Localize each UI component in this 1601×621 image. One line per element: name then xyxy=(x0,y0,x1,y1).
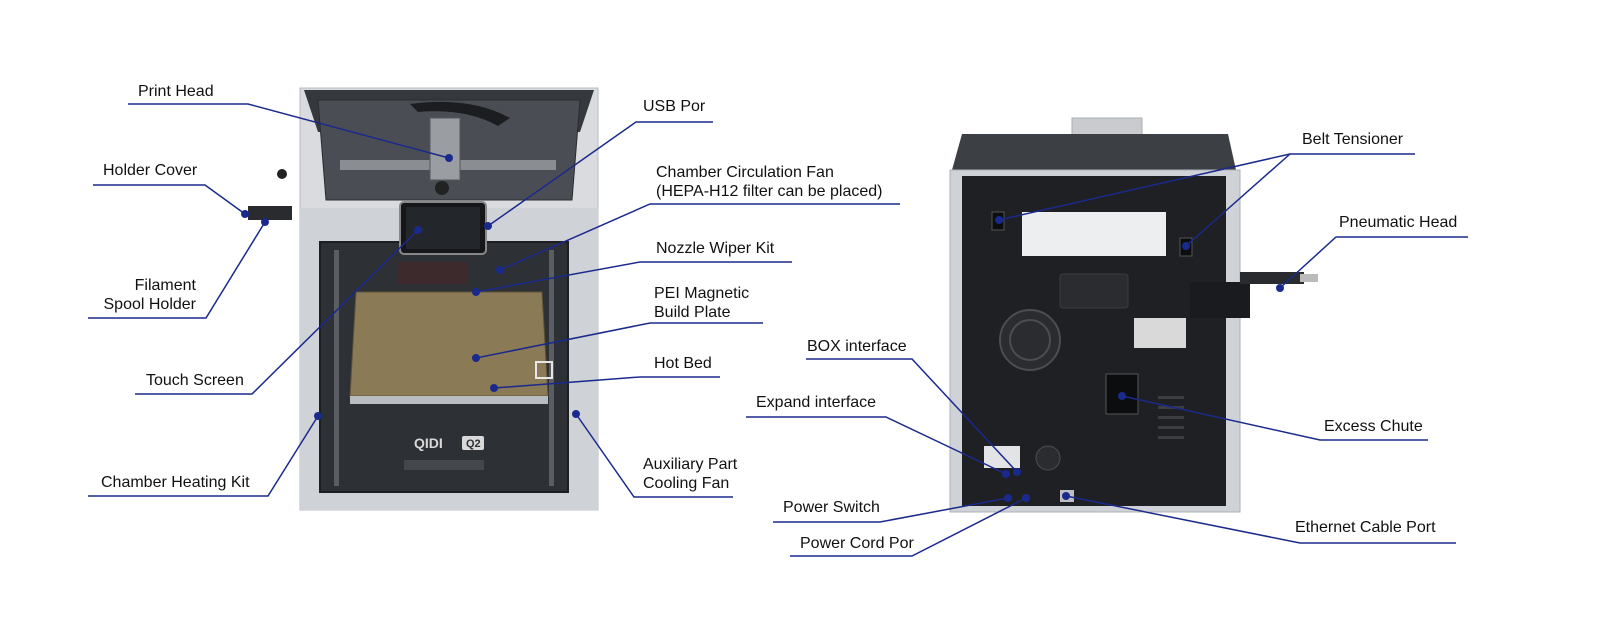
nozzle-wiper-area xyxy=(398,262,468,284)
label-chamber-fan-line1: Chamber Circulation Fan xyxy=(656,164,834,181)
spool-holder-shape xyxy=(248,206,292,220)
label-filament-line1: Filament xyxy=(134,277,196,294)
label-excess-chute: Excess Chute xyxy=(1324,418,1423,435)
label-pei-line1: PEI Magnetic xyxy=(654,285,750,302)
back-printer xyxy=(949,117,1318,513)
label-power-cord-port: Power Cord Por xyxy=(800,535,914,552)
cable-chain xyxy=(410,101,510,126)
label-chamber-heating-kit: Chamber Heating Kit xyxy=(101,474,250,491)
label-ethernet-cable-port: Ethernet Cable Port xyxy=(1295,519,1436,536)
leader-lines xyxy=(88,103,1468,557)
hot-bed-edge xyxy=(350,396,548,404)
label-aux-line1: Auxiliary Part xyxy=(643,456,738,473)
spec-label xyxy=(1022,212,1166,256)
label-pneumatic-head: Pneumatic Head xyxy=(1339,214,1458,231)
label-filament-line2: Spool Holder xyxy=(103,296,197,313)
svg-text:Q2: Q2 xyxy=(466,438,481,450)
print-head-carriage xyxy=(429,117,461,181)
label-aux-line2: Cooling Fan xyxy=(643,475,730,492)
cube-icon xyxy=(535,361,553,379)
label-print-head: Print Head xyxy=(138,83,214,100)
label-pei-line2: Build Plate xyxy=(654,304,731,321)
label-chamber-fan-line2: (HEPA-H12 filter can be placed) xyxy=(656,183,883,200)
pneumatic-head-shape xyxy=(1190,282,1250,318)
label-hot-bed: Hot Bed xyxy=(654,355,712,372)
spool-knob xyxy=(435,181,449,195)
label-nozzle-wiper-kit: Nozzle Wiper Kit xyxy=(656,240,775,257)
label-holder-cover: Holder Cover xyxy=(103,162,198,179)
build-plate xyxy=(349,291,549,397)
back-fan xyxy=(999,309,1061,371)
label-expand-interface: Expand interface xyxy=(756,394,877,411)
label-filament-spool-holder: Filament Spool Holder xyxy=(96,276,197,314)
label-pei-build-plate: PEI Magnetic Build Plate xyxy=(654,284,749,322)
label-box-interface: BOX interface xyxy=(807,338,907,355)
leader-dots xyxy=(241,154,1284,502)
label-auxiliary-cooling-fan: Auxiliary Part Cooling Fan xyxy=(643,455,737,493)
label-touch-screen: Touch Screen xyxy=(146,372,244,389)
label-power-switch: Power Switch xyxy=(783,499,880,516)
product-logo: QIDI xyxy=(414,435,443,451)
label-chamber-circulation-fan: Chamber Circulation Fan (HEPA-H12 filter… xyxy=(656,163,882,201)
label-usb-port: USB Por xyxy=(643,98,706,115)
back-lid xyxy=(952,134,1236,170)
label-belt-tensioner: Belt Tensioner xyxy=(1302,131,1404,148)
